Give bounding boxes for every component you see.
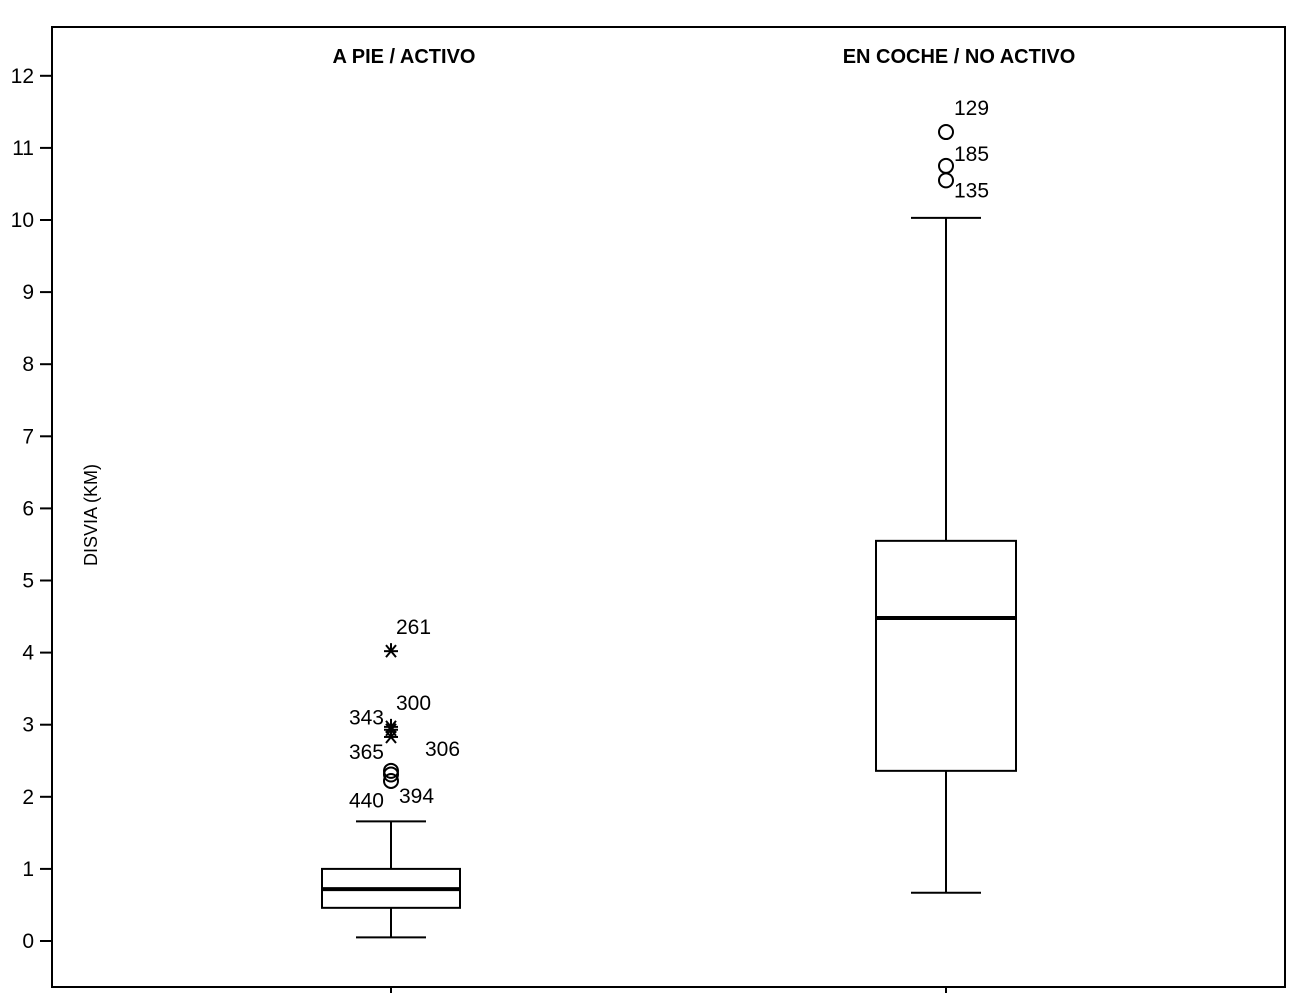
- y-tick-label: 0: [22, 930, 34, 953]
- outlier-label: 306: [425, 738, 460, 761]
- outlier-circle: [383, 772, 399, 789]
- y-tick-label: 10: [11, 209, 34, 232]
- y-tick-label: 11: [12, 137, 34, 160]
- y-tick-label: 9: [22, 281, 34, 304]
- boxes: A PIE / ACTIVO 261 300 343 306 365 440 394 EN CO…: [321, 46, 1076, 993]
- outlier-circle: [383, 766, 399, 783]
- y-tick-label: 4: [22, 642, 34, 665]
- outlier-label: 135: [954, 179, 989, 202]
- y-tick-label: 1: [22, 858, 34, 881]
- outlier-label: 440: [349, 789, 384, 812]
- y-tick-label: 3: [22, 714, 34, 737]
- y-tick-label: 7: [22, 425, 34, 448]
- outlier-circle: [938, 172, 954, 189]
- y-tick-label: 6: [22, 497, 34, 520]
- outlier-label: 394: [399, 785, 434, 808]
- outlier-label: 365: [349, 741, 384, 764]
- outlier-label: 300: [396, 692, 431, 715]
- iqr-box: [875, 539, 1017, 772]
- y-tick-label: 8: [22, 353, 34, 376]
- y-tick-label: 5: [22, 570, 34, 593]
- outlier-label: 261: [396, 616, 431, 639]
- plot-frame: [51, 26, 1286, 988]
- extreme-star: [384, 728, 398, 744]
- y-axis-label: DISVIA (KM): [81, 464, 101, 566]
- y-tick-label: 2: [22, 786, 34, 809]
- category-label: EN COCHE / NO ACTIVO: [843, 46, 1076, 68]
- outlier-label: 185: [954, 143, 989, 166]
- box-group: EN COCHE / NO ACTIVO 129 185 135: [843, 46, 1076, 993]
- outlier-label: 129: [954, 97, 989, 120]
- category-label: A PIE / ACTIVO: [333, 46, 476, 68]
- y-tick-label: 12: [11, 65, 34, 88]
- outlier-circle: [938, 124, 954, 141]
- box-group: A PIE / ACTIVO 261 300 343 306 365 440 394: [321, 46, 476, 993]
- extreme-star: [384, 643, 398, 658]
- outlier-label: 343: [349, 707, 384, 730]
